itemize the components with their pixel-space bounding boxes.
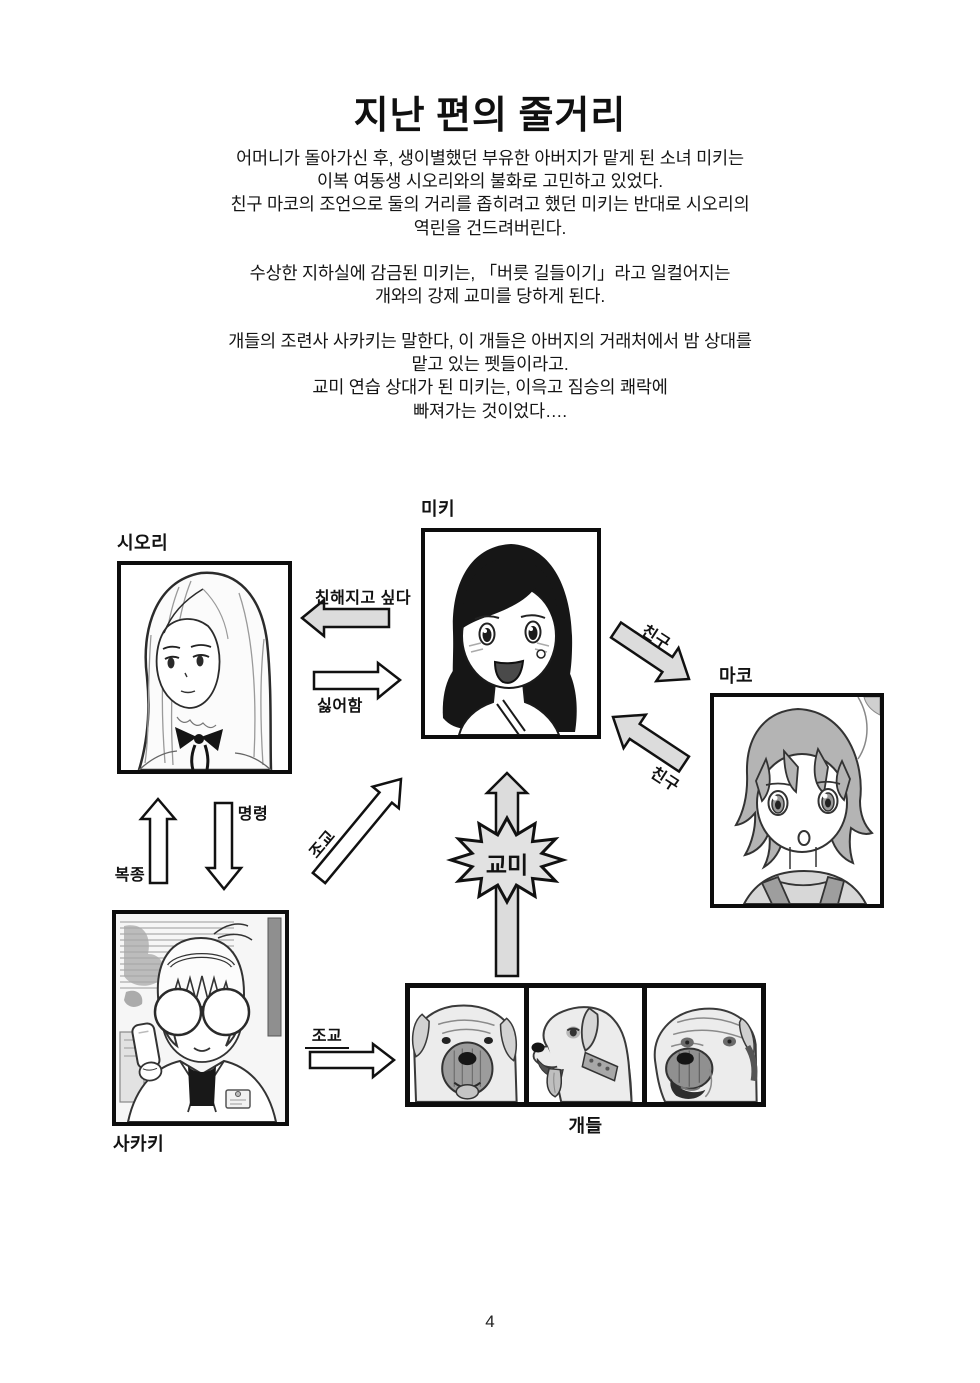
relation-label-friend-to-mako: 친구 (638, 622, 674, 654)
dog-panel-2 (528, 988, 643, 1102)
page-number: 4 (485, 1312, 495, 1331)
synopsis-line: 맡고 있는 펫들이라고. (411, 354, 569, 375)
relation-label-friend-to-miki: 친구 (647, 764, 683, 796)
miki-portrait-frame (421, 528, 601, 739)
shiori-portrait-illustration (137, 571, 273, 770)
synopsis-line: 수상한 지하실에 감금된 미키는, 「버릇 길들이기」라고 일컬어지는 (249, 263, 731, 283)
relation-label-dislikes: 싫어함 (317, 698, 363, 715)
sakaki-portrait-illustration (116, 914, 285, 1122)
dog-panel-1 (410, 988, 524, 1102)
relation-label-training-dogs: 조교 (305, 1022, 349, 1049)
relation-label-mating: 교미 (485, 852, 529, 878)
dog-1-illustration (411, 1004, 518, 1102)
synopsis-paragraph-1: 어머니가 돌아가신 후, 생이별했던 부유한 아버지가 맡게 된 소녀 미키는 … (0, 147, 980, 240)
relation-label-command: 명령 (237, 806, 269, 823)
dog-3-illustration (654, 1007, 759, 1102)
synopsis-line: 어머니가 돌아가신 후, 생이별했던 부유한 아버지가 맡게 된 소녀 미키는 (236, 148, 744, 168)
synopsis-line: 교미 연습 상대가 된 미키는, 이윽고 짐승의 쾌락에 (312, 377, 668, 398)
sakaki-portrait-frame (112, 910, 289, 1126)
mako-portrait-frame (710, 693, 884, 908)
shiori-name-label: 시오리 (117, 533, 169, 553)
synopsis-line: 역린을 건드려버린다. (413, 217, 567, 238)
shiori-portrait-frame (117, 561, 292, 774)
synopsis-paragraph-3: 개들의 조련사 사카키는 말한다, 이 개들은 아버지의 거래처에서 밤 상대를… (0, 330, 980, 423)
miki-portrait-illustration (442, 544, 577, 735)
synopsis-line: 개와의 강제 교미를 당하게 된다. (374, 286, 605, 307)
dogs-name-label: 개들 (568, 1116, 603, 1136)
dogs-portrait-frame (405, 983, 766, 1107)
relation-label-wants-to-be-close: 친해지고 싶다 (314, 590, 412, 607)
page-title: 지난 편의 줄거리 (353, 95, 627, 137)
synopsis-line: 빠져가는 것이었다…. (413, 400, 567, 421)
synopsis-line: 개들의 조련사 사카키는 말한다, 이 개들은 아버지의 거래처에서 밤 상대를 (228, 331, 752, 351)
miki-name-label: 미키 (421, 499, 456, 519)
relation-label-obedience: 복종 (114, 867, 146, 884)
mako-name-label: 마코 (719, 666, 754, 686)
relation-label-training-miki: 조교 (306, 827, 340, 862)
synopsis-paragraph-2: 수상한 지하실에 감금된 미키는, 「버릇 길들이기」라고 일컬어지는 개와의 … (0, 262, 980, 308)
mako-portrait-illustration (734, 697, 880, 904)
dog-panel-3 (647, 988, 762, 1102)
synopsis-line: 친구 마코의 조언으로 둘의 거리를 좁히려고 했던 미키는 반대로 시오리의 (230, 194, 750, 215)
sakaki-name-label: 사카키 (113, 1134, 165, 1154)
synopsis-line: 이복 여동생 시오리와의 불화로 고민하고 있었다. (317, 171, 663, 192)
dog-2-illustration (531, 1006, 633, 1102)
